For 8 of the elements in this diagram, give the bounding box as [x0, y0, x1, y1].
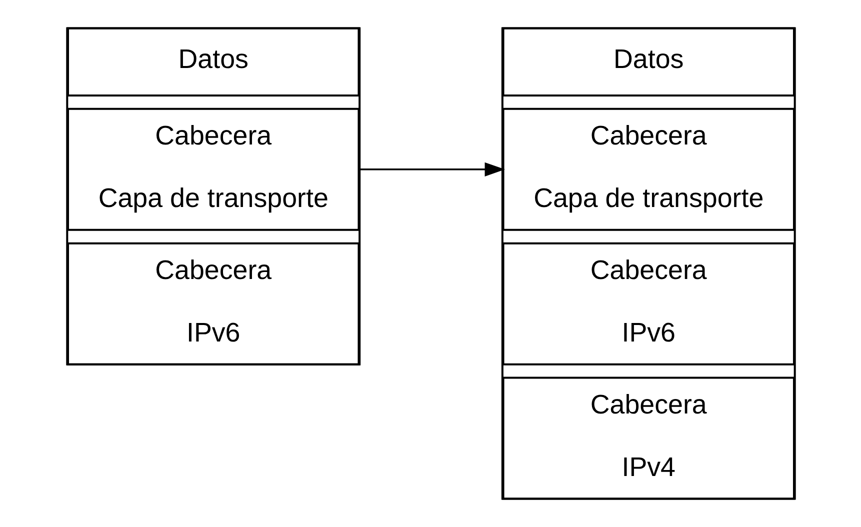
node-box: Cabecera IPv4 [502, 376, 794, 500]
arrow [359, 162, 504, 176]
node-box: Datos [502, 27, 794, 96]
node-box: Cabecera Capa de transporte [66, 108, 360, 231]
node-box: Datos [66, 27, 360, 96]
node-box: Cabecera IPv6 [502, 242, 794, 366]
node-box: Cabecera Capa de transporte [502, 108, 794, 231]
node-box: Cabecera IPv6 [66, 242, 360, 366]
